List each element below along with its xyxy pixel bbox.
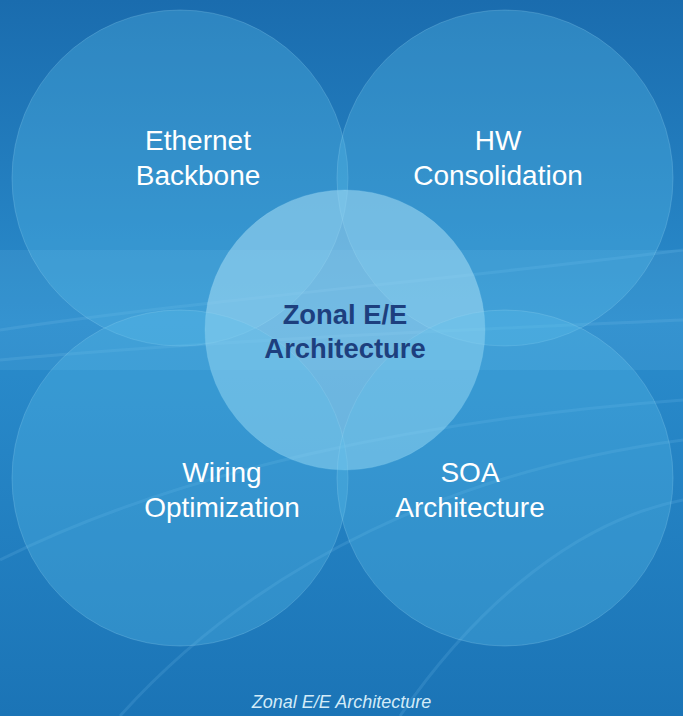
topic-label: Ethernet Backbone [136,123,261,193]
topic-label: Wiring Optimization [144,455,300,525]
caption: Zonal E/E Architecture [0,692,683,713]
topic-label: SOA Architecture [395,455,544,525]
center-label: Zonal E/E Architecture [230,298,460,366]
topic-label: HW Consolidation [413,123,583,193]
